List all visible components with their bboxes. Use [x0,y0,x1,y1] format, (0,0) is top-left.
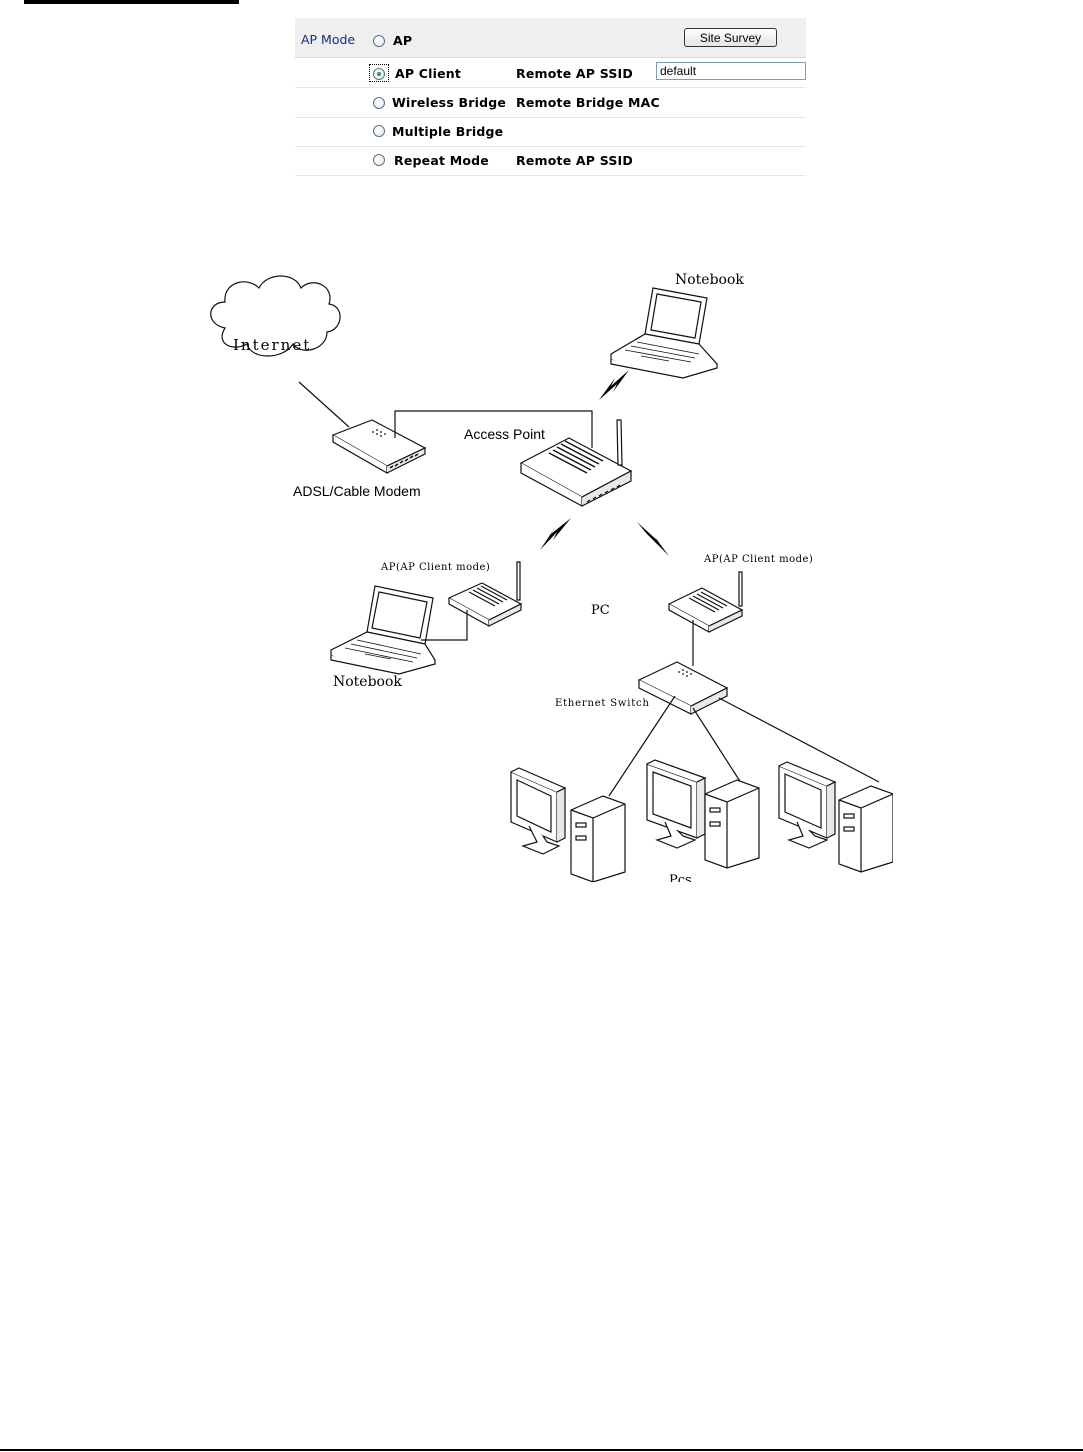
radio-repeat-mode[interactable] [373,154,385,166]
network-diagram: Internet Notebook Access Point ADSL/Cabl… [207,270,893,882]
option-label-multiple-bridge: Multiple Bridge [392,124,503,139]
ap-mode-panel: AP Mode AP Site Survey AP Client Remote … [295,18,806,175]
label-access-point: Access Point [464,426,545,442]
label-modem: ADSL/Cable Modem [293,483,421,499]
label-internet: Internet [233,336,311,354]
option-label-ap: AP [393,33,412,48]
label-pcs: Pcs [669,873,692,882]
label-notebook-bottom: Notebook [333,674,402,690]
ap-mode-row-repeat-mode: Repeat Mode Remote AP SSID [295,146,806,176]
ap-mode-row-ap: AP Mode AP Site Survey [295,18,806,58]
option-label-repeat-mode: Repeat Mode [394,153,489,168]
option-label-wireless-bridge: Wireless Bridge [392,95,506,110]
ap-mode-row-wireless-bridge: Wireless Bridge Remote Bridge MAC [295,88,806,118]
repeat-remote-ap-ssid-label: Remote AP SSID [516,153,633,168]
header-rule [24,0,239,4]
label-notebook-top: Notebook [675,272,744,288]
label-ap-client-right: AP(AP Client mode) [703,554,813,565]
radio-ap-client[interactable] [373,68,385,80]
radio-wireless-bridge[interactable] [373,97,385,109]
remote-bridge-mac-label: Remote Bridge MAC [516,95,660,110]
site-survey-button[interactable]: Site Survey [684,28,777,47]
ap-mode-row-multiple-bridge: Multiple Bridge [295,117,806,147]
label-pc: PC [591,603,610,618]
ap-mode-title: AP Mode [301,32,355,47]
option-label-ap-client: AP Client [395,66,461,81]
label-ethernet-switch: Ethernet Switch [555,698,650,709]
footer-rule [0,1449,1083,1451]
radio-ap[interactable] [373,35,385,47]
radio-multiple-bridge[interactable] [373,125,385,137]
label-ap-client-left: AP(AP Client mode) [380,562,490,573]
remote-ap-ssid-label: Remote AP SSID [516,66,633,81]
remote-ap-ssid-input[interactable] [656,62,806,80]
